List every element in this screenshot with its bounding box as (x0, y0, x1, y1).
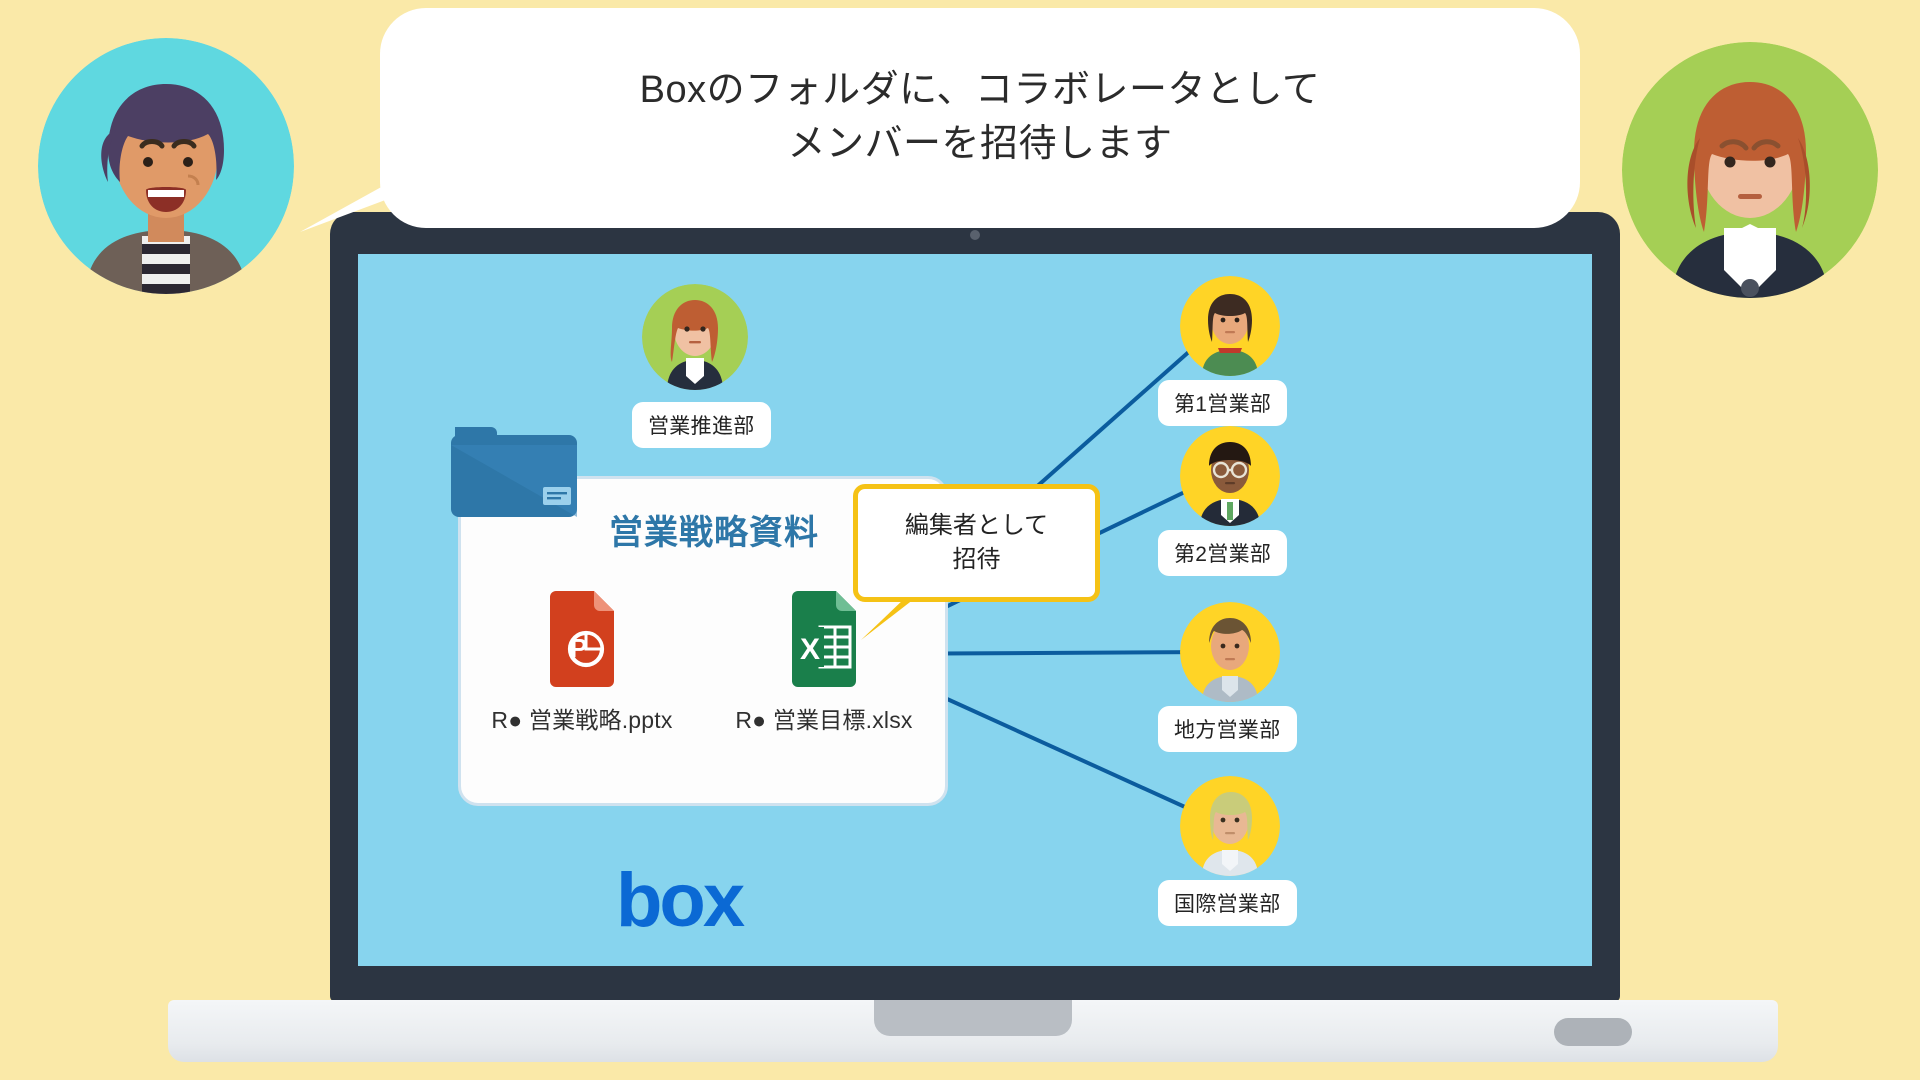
member-label-pill-4: 国際営業部 (1158, 880, 1297, 926)
base-button (1554, 1018, 1632, 1046)
member-label-pill-1: 第1営業部 (1158, 380, 1288, 426)
invite-callout: 編集者として 招待 (853, 484, 1100, 602)
member-label-1: 第1営業部 (1174, 393, 1272, 416)
laptop-screen: 営業推進部 営業戦略資料 (358, 254, 1592, 966)
webcam-icon (970, 230, 980, 240)
speech-bubble-text: Boxのフォルダに、コラボレータとして メンバーを招待します (639, 69, 1321, 165)
file-list: P R● 営業戦略.pptx (461, 591, 945, 735)
folder-title: 営業戦略資料 (609, 514, 819, 552)
member-label-pill-2: 第2営業部 (1158, 530, 1288, 576)
invite-callout-text: 編集者として 招待 (904, 511, 1049, 573)
member-label-pill-3: 地方営業部 (1158, 706, 1297, 752)
avatar-right-presenter (1622, 42, 1878, 298)
powerpoint-file-icon: P (550, 591, 614, 687)
avatar-member-1 (1180, 276, 1280, 376)
avatar-member-4 (1180, 776, 1280, 876)
laptop-base (168, 1000, 1778, 1062)
file-item[interactable]: P R● 営業戦略.pptx (477, 591, 687, 735)
avatar-member-3 (1180, 602, 1280, 702)
folder-icon (451, 427, 577, 517)
member-label-3: 地方営業部 (1174, 719, 1281, 742)
excel-file-icon: X (792, 591, 856, 687)
laptop-lid: 営業推進部 営業戦略資料 (330, 212, 1620, 1002)
owner-label-pill: 営業推進部 (632, 402, 771, 448)
svg-text:P: P (570, 633, 587, 663)
speech-bubble: Boxのフォルダに、コラボレータとして メンバーを招待します (380, 8, 1580, 228)
member-label-4: 国際営業部 (1174, 893, 1281, 916)
avatar-owner (642, 284, 748, 390)
svg-text:X: X (800, 633, 820, 666)
box-logo: box (616, 868, 748, 938)
file-name: R● 営業戦略.pptx (491, 707, 673, 733)
trackpad-notch (874, 1000, 1072, 1036)
callout-tail (861, 592, 923, 640)
file-name: R● 営業目標.xlsx (735, 707, 913, 733)
svg-text:box: box (616, 868, 745, 938)
folder-card[interactable]: 営業戦略資料 P R● 営業戦略.pptx (451, 427, 948, 806)
avatar-left-presenter (38, 38, 294, 294)
avatar-member-2 (1180, 426, 1280, 526)
owner-label: 営業推進部 (648, 415, 755, 438)
member-label-2: 第2営業部 (1174, 543, 1272, 566)
file-item[interactable]: X R● 営業目標.xlsx (719, 591, 929, 735)
